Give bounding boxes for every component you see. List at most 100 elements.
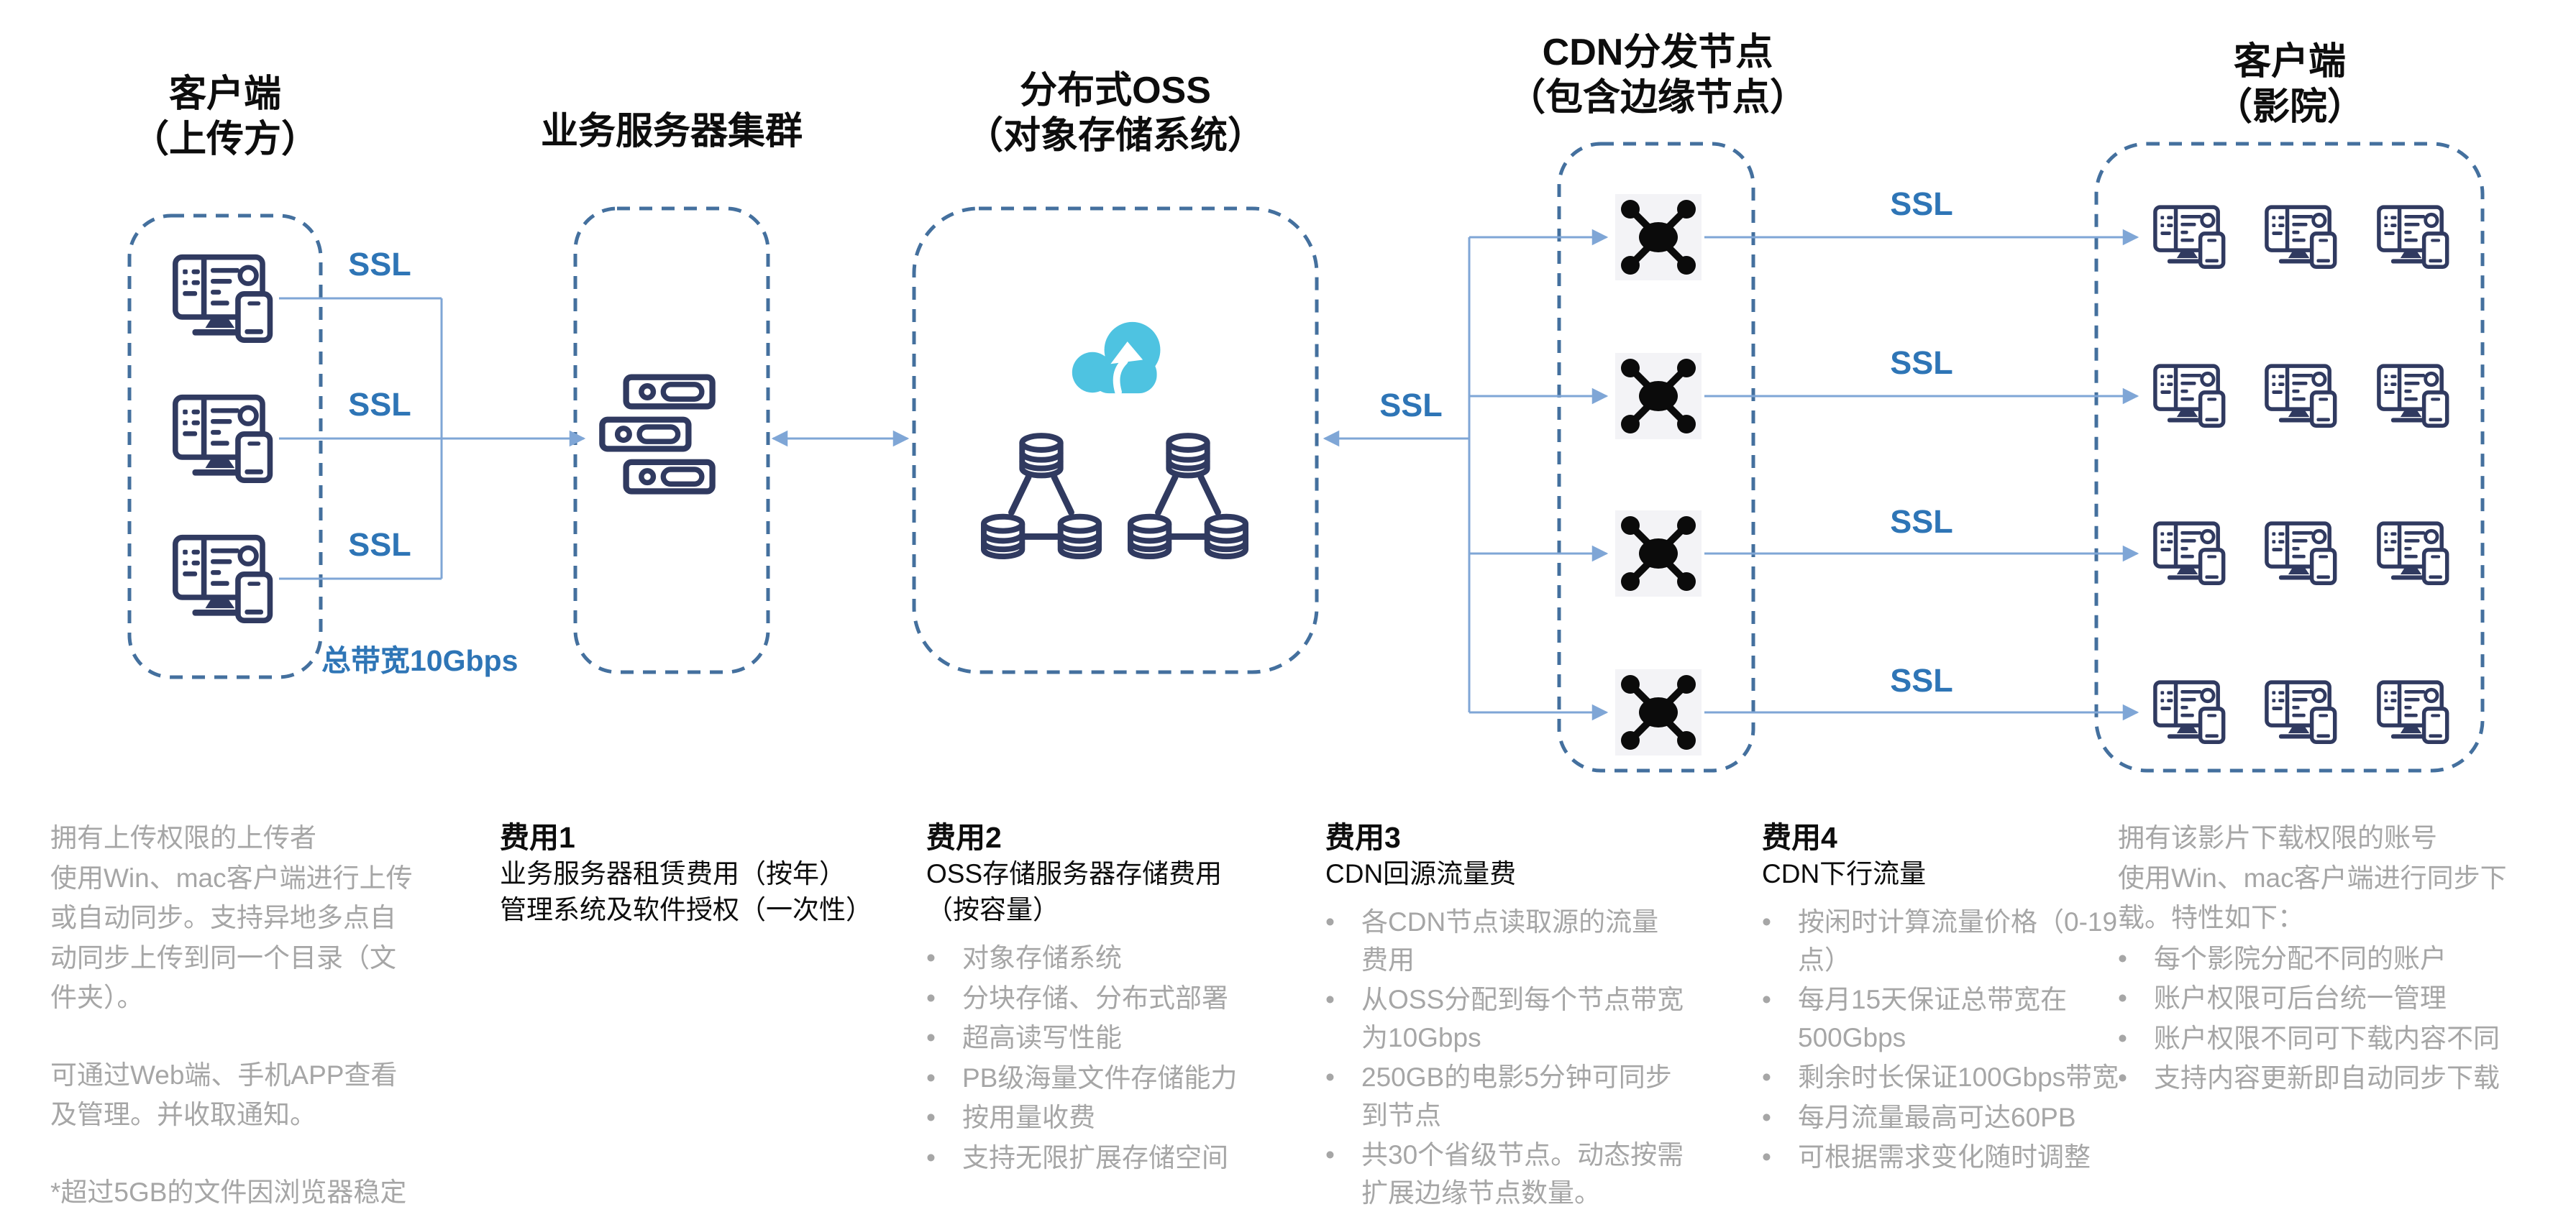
bullet-dot — [926, 1019, 962, 1057]
cinema-computer-icon — [2379, 207, 2447, 267]
database-cluster-icon — [984, 436, 1099, 556]
uploader-note-paragraphs: 拥有上传权限的上传者 使用Win、mac客户端进行上传或自动同步。支持异地多点自… — [50, 818, 417, 1212]
cinema-note: 拥有该影片下载权限的账号 使用Win、mac客户端进行同步下载。特性如下： 每个… — [2118, 818, 2521, 1100]
bullet-dot — [926, 980, 962, 1018]
bullet-dot — [1325, 1059, 1361, 1134]
oss-title-line2: （对象存储系统） — [965, 115, 1266, 157]
ssl-label-cdn-3: SSL — [1890, 503, 1953, 540]
bullet-dot — [926, 940, 962, 978]
uploader-computer-icon — [175, 398, 270, 481]
cinema-computer-icon — [2379, 523, 2447, 583]
bullet-dot — [1762, 1139, 1798, 1177]
bullet-dot — [926, 1060, 962, 1098]
bullet-dot — [2118, 980, 2154, 1018]
note-paragraph: 拥有上传权限的上传者 使用Win、mac客户端进行上传或自动同步。支持异地多点自… — [50, 823, 413, 1012]
bullet-item: 各CDN节点读取源的流量费用 — [1325, 904, 1685, 979]
cost2-subtitle: OSS存储服务器存储费用 （按容量） — [926, 859, 1223, 925]
ssl-label-upload-1: SSL — [348, 246, 411, 283]
cost1-line: 管理系统及软件授权（一次性） — [500, 895, 872, 925]
bullet-item: PB级海量文件存储能力 — [926, 1060, 1318, 1098]
cost4-block: 费用4 CDN下行流量 按闲时计算流量价格（0-19点）每月15天保证总带宽在5… — [1762, 820, 2121, 1179]
bullet-dot — [2118, 940, 2154, 978]
bullet-dot — [1325, 904, 1361, 979]
cloud-upload-icon — [1072, 322, 1161, 393]
bullet-dot — [926, 1139, 962, 1177]
bullet-dot — [2118, 1060, 2154, 1098]
uploader-note: 拥有上传权限的上传者 使用Win、mac客户端进行上传或自动同步。支持异地多点自… — [50, 818, 417, 1212]
note-paragraph: *超过5GB的文件因浏览器稳定性及性能问题只能通过客户端上传） — [50, 1177, 407, 1207]
cinema-computer-icon — [2155, 523, 2224, 583]
ssl-label-upload-3: SSL — [348, 526, 411, 563]
cdn-node-icon — [1615, 669, 1702, 756]
cost2-block: 费用2 OSS存储服务器存储费用 （按容量） 对象存储系统分块存储、分布式部署超… — [926, 820, 1318, 1179]
bullet-dot — [1325, 981, 1361, 1057]
cinema-note-bullets: 每个影院分配不同的账户账户权限可后台统一管理账户权限不同可下载内容不同支持内容更… — [2118, 940, 2521, 1098]
oss-box — [912, 206, 1319, 674]
uploader-box — [127, 214, 323, 679]
cost1-line: 业务服务器租赁费用（按年） — [500, 859, 846, 889]
bullet-item: 250GB的电影5分钟可同步到节点 — [1325, 1059, 1685, 1134]
cost3-bullets: 各CDN节点读取源的流量费用从OSS分配到每个节点带宽为10Gbps250GB的… — [1325, 904, 1685, 1212]
cinema-computer-icon — [2379, 366, 2447, 426]
note-paragraph: 可通过Web端、手机APP查看及管理。并收取通知。 — [50, 1060, 398, 1130]
bullet-dot — [926, 1099, 962, 1137]
bullet-item: 按闲时计算流量价格（0-19点） — [1762, 904, 2121, 979]
cdn-box — [1557, 142, 1755, 773]
bullet-item: 对象存储系统 — [926, 940, 1318, 978]
server-rack-icon — [602, 377, 712, 492]
bullet-item: 剩余时长保证100Gbps带宽 — [1762, 1059, 2121, 1097]
cinema-computer-icon — [2267, 523, 2335, 583]
cost4-subtitle: CDN下行流量 — [1762, 859, 1927, 889]
bullet-item: 从OSS分配到每个节点带宽为10Gbps — [1325, 981, 1685, 1057]
cinema-computer-icon — [2267, 682, 2335, 742]
bullet-item: 账户权限可后台统一管理 — [2118, 980, 2521, 1018]
cost3-heading: 费用3 — [1325, 821, 1401, 854]
uploader-title-line1: 客户端 — [168, 73, 282, 115]
bullet-dot — [1762, 904, 1798, 979]
cdn-title-line2: （包含边缘节点） — [1507, 77, 1808, 119]
bullet-item: 可根据需求变化随时调整 — [1762, 1139, 2121, 1177]
oss-title-line1: 分布式OSS — [1020, 70, 1211, 111]
cost3-block: 费用3 CDN回源流量费 各CDN节点读取源的流量费用从OSS分配到每个节点带宽… — [1325, 820, 1685, 1212]
total-bandwidth-label: 总带宽10Gbps — [321, 644, 519, 677]
bullet-item: 超高读写性能 — [926, 1019, 1318, 1057]
bullet-item: 支持内容更新即自动同步下载 — [2118, 1060, 2521, 1098]
cost4-bullets: 按闲时计算流量价格（0-19点）每月15天保证总带宽在500Gbps剩余时长保证… — [1762, 904, 2121, 1177]
bullet-dot — [2118, 1020, 2154, 1058]
cinema-computer-icon — [2267, 207, 2335, 267]
bullet-item: 每个影院分配不同的账户 — [2118, 940, 2521, 978]
cinema-title-line1: 客户端 — [2233, 41, 2347, 83]
cost3-subtitle: CDN回源流量费 — [1325, 859, 1517, 889]
ssl-label-upload-2: SSL — [348, 386, 411, 423]
ssl-label-cdn-1: SSL — [1890, 185, 1953, 222]
servers-title-line1: 业务服务器集群 — [540, 111, 803, 152]
uploader-title-line2: （上传方） — [131, 119, 319, 161]
bullet-dot — [1762, 1099, 1798, 1137]
bullet-item: 每月15天保证总带宽在500Gbps — [1762, 981, 2121, 1057]
bullet-item: 共30个省级节点。动态按需扩展边缘节点数量。 — [1325, 1137, 1685, 1212]
cinema-computer-icon — [2155, 207, 2224, 267]
cost4-heading: 费用4 — [1762, 821, 1837, 854]
uploader-computer-icon — [175, 257, 270, 341]
cost1-heading: 费用1 — [500, 821, 575, 854]
uploader-computer-icon — [175, 538, 270, 621]
cost1-block: 费用1 业务服务器租赁费用（按年） 管理系统及软件授权（一次性） — [500, 820, 931, 928]
cinema-computer-icon — [2155, 682, 2224, 742]
servers-title: 业务服务器集群 — [541, 109, 803, 155]
cdn-title-line1: CDN分发节点 — [1542, 32, 1773, 73]
ssl-label-cdn-4: SSL — [1890, 662, 1953, 699]
cost2-heading: 费用2 — [926, 821, 1002, 854]
cdn-title: CDN分发节点 （包含边缘节点） — [1508, 30, 1807, 121]
bullet-item: 按用量收费 — [926, 1099, 1318, 1137]
oss-title: 分布式OSS （对象存储系统） — [966, 68, 1265, 160]
cdn-node-icon — [1615, 194, 1702, 280]
bullet-item: 每月流量最高可达60PB — [1762, 1099, 2121, 1137]
cinema-computer-icon — [2155, 366, 2224, 426]
bullet-item: 支持无限扩展存储空间 — [926, 1139, 1318, 1177]
bullet-dot — [1762, 1059, 1798, 1097]
cinema-computer-icon — [2267, 366, 2335, 426]
ssl-label-origin: SSL — [1379, 387, 1443, 423]
cinema-box — [2094, 142, 2485, 773]
